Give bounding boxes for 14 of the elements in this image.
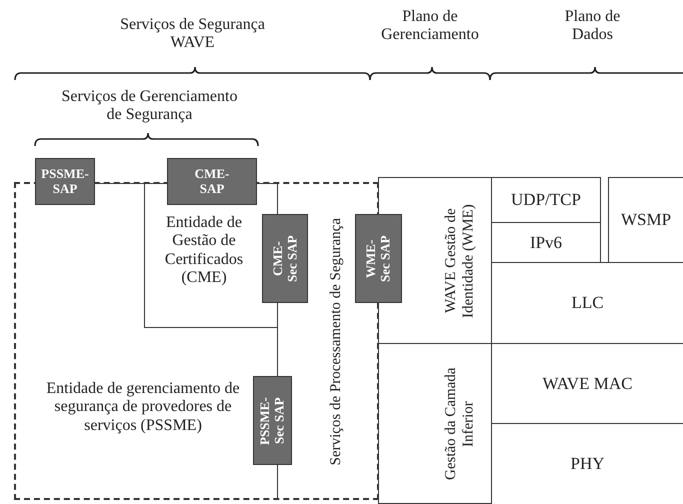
service-label: Serviços de Processamento de Segurança bbox=[328, 218, 345, 466]
access-point-box: CME- Sec SAP bbox=[262, 214, 308, 303]
access-point-box: PSSME- SAP bbox=[35, 158, 95, 205]
heading: Plano de Dados bbox=[564, 8, 622, 45]
access-point-box: CME- SAP bbox=[167, 158, 257, 205]
heading: Serviços de Gerenciamento de Segurança bbox=[60, 88, 238, 125]
heading: Serviços de Segurança WAVE bbox=[119, 16, 266, 53]
entity-label: Entidade de Gestão de Certificados (CME) bbox=[164, 214, 244, 288]
access-point-box: WME- Sec SAP bbox=[355, 214, 402, 303]
access-point-box: PSSME- Sec SAP bbox=[253, 376, 292, 465]
protocol-layer-box: WSMP bbox=[608, 177, 683, 263]
heading: Plano de Gerenciamento bbox=[380, 8, 480, 45]
protocol-layer-box: UDP/TCP bbox=[491, 177, 601, 223]
entity-label: Entidade de gerenciamento de segurança de provedores de serviços (PSSME) bbox=[45, 380, 241, 436]
